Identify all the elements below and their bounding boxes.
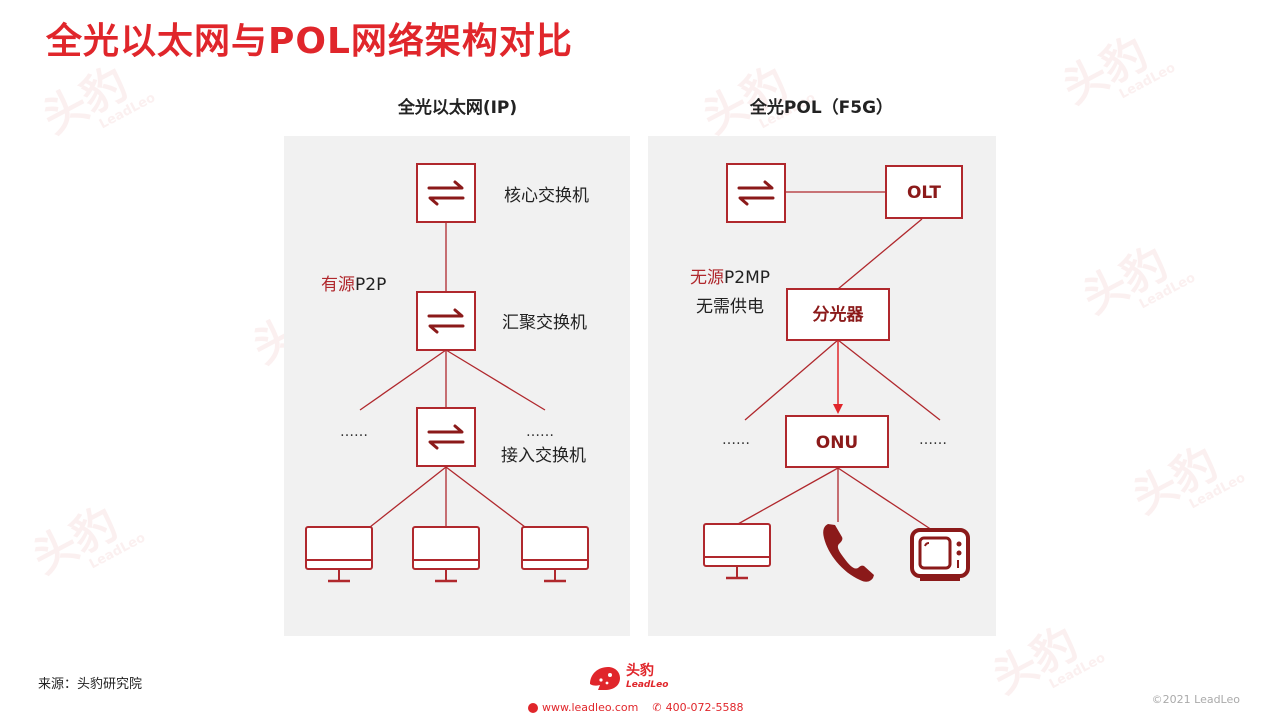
- ellipsis-left: ……: [722, 432, 750, 448]
- footer-logo: 头豹 LeadLeo: [588, 664, 668, 692]
- left-links: [359, 222, 546, 528]
- source-note: 来源：头豹研究院: [38, 677, 143, 692]
- left-panel-title: 全光以太网(IP): [397, 98, 518, 118]
- monitor-icon: [702, 522, 772, 580]
- right-links: [737, 191, 941, 531]
- passive-p2mp-label: 无源P2MP: [690, 268, 770, 288]
- onu-box: [785, 415, 889, 468]
- core-switch-label: 核心交换机: [504, 186, 589, 206]
- onu-label: ONU: [816, 433, 858, 453]
- aggregation-switch-label: 汇聚交换机: [502, 313, 587, 333]
- access-switch-label: 接入交换机: [501, 446, 586, 466]
- footer-brand: 头豹 LeadLeo: [626, 663, 669, 690]
- monitor-icon: [520, 525, 590, 583]
- monitor-icon: [411, 525, 481, 583]
- active-p2p-label: 有源P2P: [321, 275, 386, 295]
- core-switch-icon: [415, 162, 477, 224]
- phone-small-icon: ✆: [652, 701, 662, 714]
- splitter-box: [786, 288, 890, 341]
- olt-label: OLT: [907, 183, 941, 203]
- access-switch-icon: [415, 406, 477, 468]
- ellipsis-right: ……: [919, 432, 947, 448]
- olt-box: [885, 165, 963, 219]
- monitor-icon: [304, 525, 374, 583]
- website-link[interactable]: www.leadleo.com: [542, 701, 639, 714]
- tv-icon: [910, 528, 970, 581]
- page-title: 全光以太网与POL网络架构对比: [46, 21, 573, 62]
- phone-number: 400-072-5588: [665, 701, 744, 714]
- switch-icon: [725, 162, 787, 224]
- p2mp-label: P2MP: [724, 268, 770, 288]
- footer-contact: www.leadleo.com ✆ 400-072-5588: [528, 701, 744, 714]
- arrow-down-icon: [833, 404, 843, 414]
- splitter-label: 分光器: [813, 304, 865, 325]
- ellipsis-left: ……: [340, 424, 368, 440]
- passive-label: 无源: [690, 268, 724, 288]
- p2p-label: P2P: [355, 275, 386, 295]
- right-panel-title: 全光POL（F5G）: [749, 98, 894, 118]
- active-label: 有源: [321, 275, 355, 295]
- copyright: ©2021 LeadLeo: [1151, 693, 1240, 706]
- leopard-logo-icon: [590, 667, 620, 690]
- phone-icon: [823, 524, 874, 582]
- ellipsis-right: ……: [526, 424, 554, 440]
- web-icon: [528, 702, 538, 713]
- aggregation-switch-icon: [415, 290, 477, 352]
- no-power-label: 无需供电: [696, 297, 764, 317]
